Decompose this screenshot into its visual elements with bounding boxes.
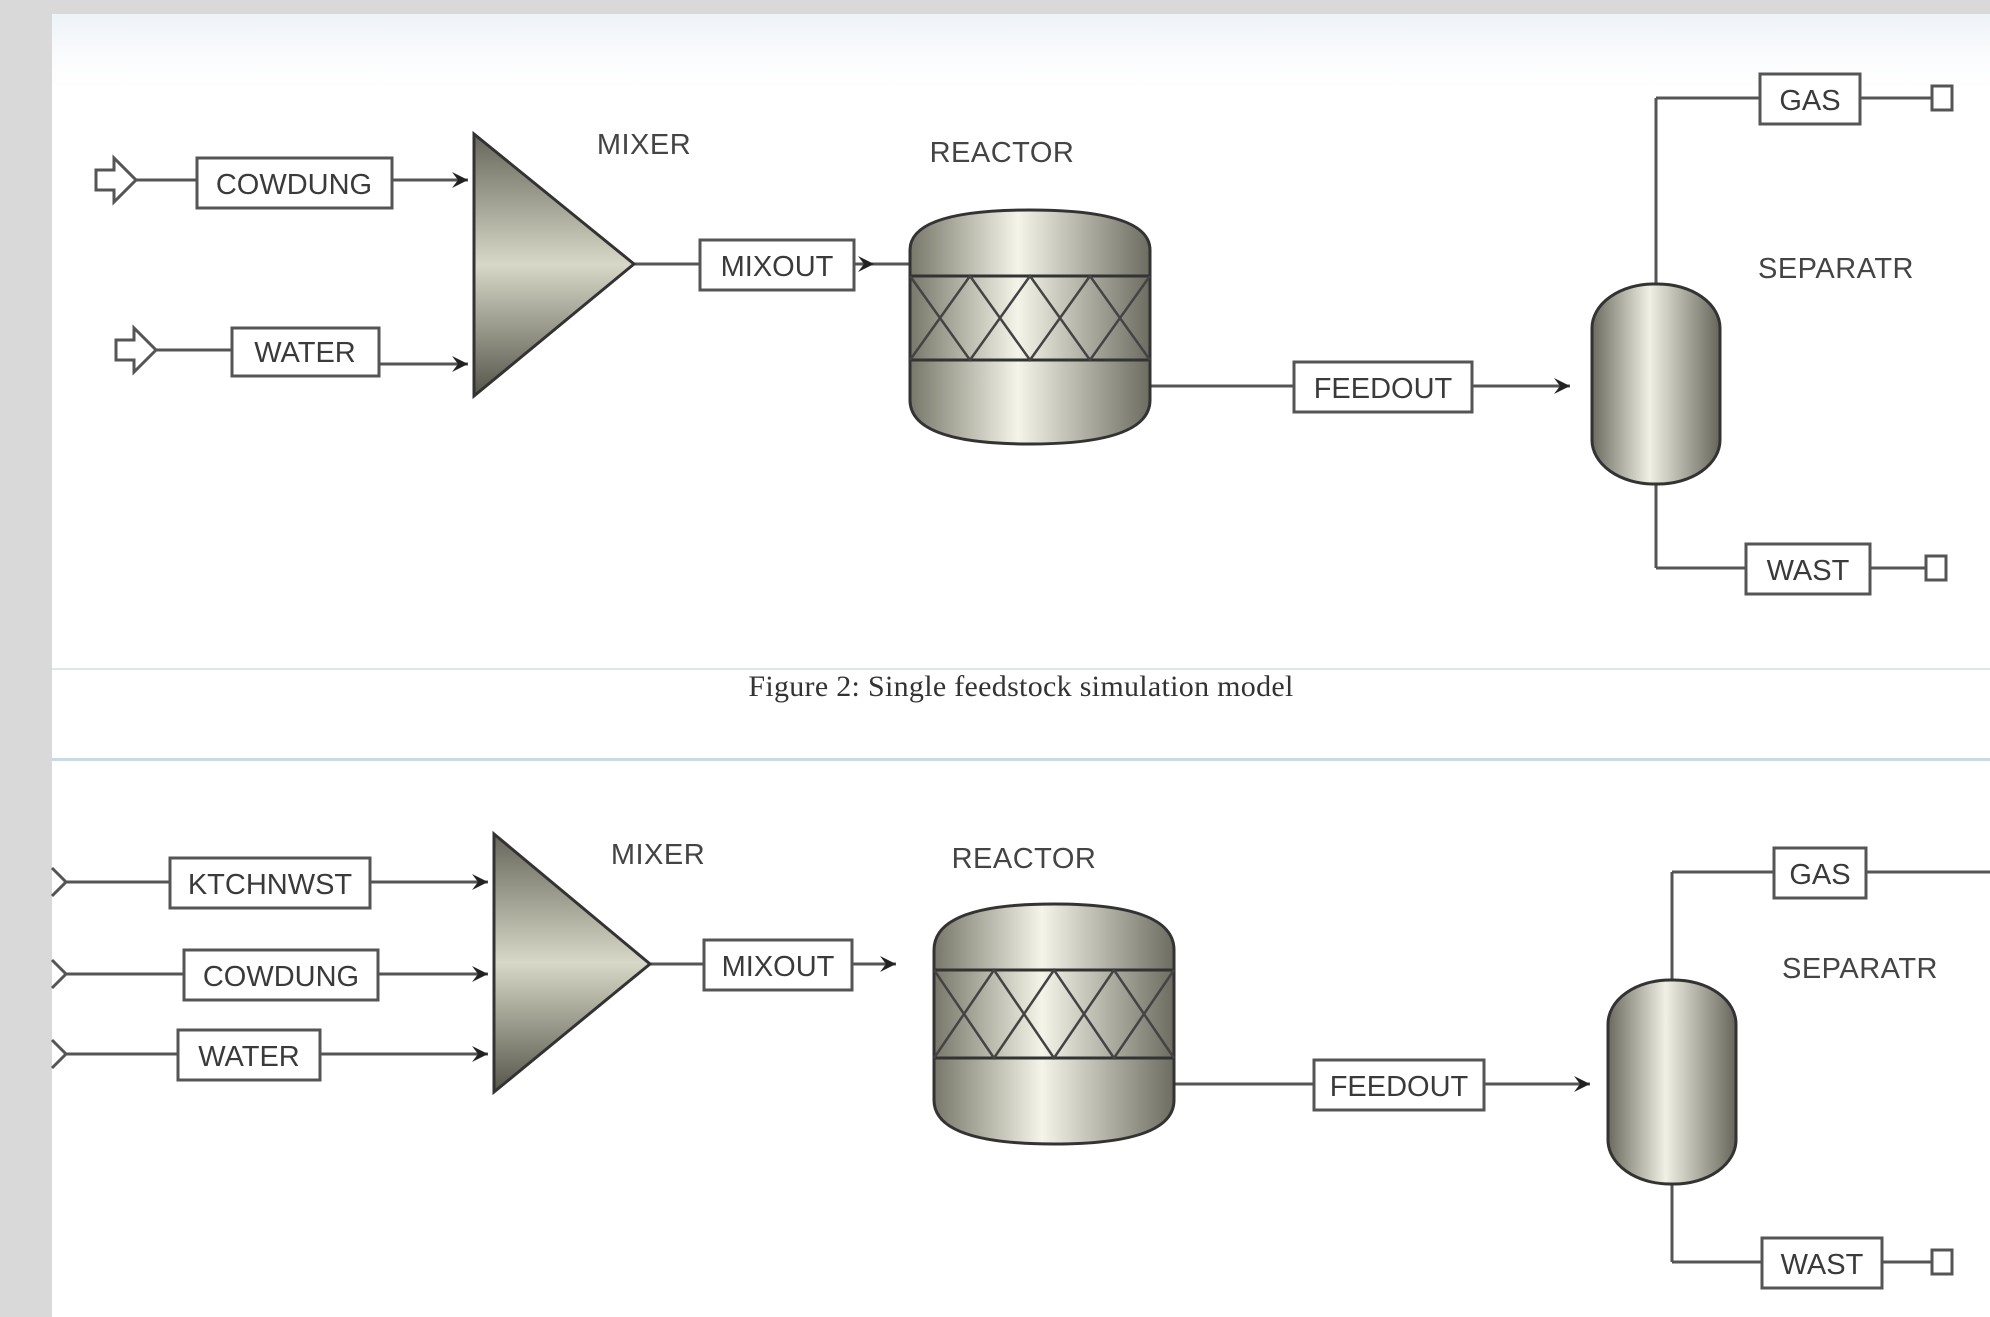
separator-unit[interactable] <box>1606 978 1738 1186</box>
mixer-unit[interactable] <box>492 830 653 1096</box>
mixer-label: MIXER <box>611 839 705 871</box>
section-divider <box>52 758 1990 761</box>
svg-text:WATER: WATER <box>198 1041 300 1073</box>
separator-label: SEPARATR <box>1758 253 1914 285</box>
stream-gas[interactable]: GAS <box>1772 846 1868 900</box>
feed-inlet-icon <box>50 958 69 990</box>
mixer-label: MIXER <box>597 129 691 161</box>
figure-caption: Figure 2: Single feedstock simulation mo… <box>748 670 1294 703</box>
svg-text:COWDUNG: COWDUNG <box>216 169 372 201</box>
stream-water[interactable]: WATER <box>176 1028 322 1082</box>
stream-waste[interactable]: WAST <box>1760 1236 1884 1290</box>
svg-text:KTCHNWST: KTCHNWST <box>188 869 353 901</box>
svg-text:WAST: WAST <box>1781 1249 1864 1281</box>
svg-text:FEEDOUT: FEEDOUT <box>1314 373 1453 405</box>
svg-text:GAS: GAS <box>1779 85 1840 117</box>
feed-inlet-icon <box>50 1038 69 1070</box>
stream-gas[interactable]: GAS <box>1758 72 1862 126</box>
reactor-unit[interactable] <box>908 208 1152 446</box>
svg-text:FEEDOUT: FEEDOUT <box>1330 1071 1469 1103</box>
svg-text:GAS: GAS <box>1789 859 1850 891</box>
svg-text:MIXOUT: MIXOUT <box>721 251 834 283</box>
product-outlet-icon <box>1930 1248 1954 1276</box>
stream-feedout[interactable]: FEEDOUT <box>1312 1058 1486 1112</box>
svg-text:WATER: WATER <box>254 337 356 369</box>
svg-text:COWDUNG: COWDUNG <box>203 961 359 993</box>
feed-inlet-icon <box>50 866 69 898</box>
product-outlet-icon <box>1930 84 1954 112</box>
feed-inlet-icon <box>94 154 139 206</box>
stream-waste[interactable]: WAST <box>1744 542 1872 596</box>
product-outlet-icon <box>1924 554 1948 582</box>
stream-mixout[interactable]: MIXOUT <box>702 938 854 992</box>
svg-text:WAST: WAST <box>1767 555 1850 587</box>
stream-mixout[interactable]: MIXOUT <box>698 238 856 292</box>
flowsheet-multi-feedstock: KTCHNWST COWDUNG WATER MIXOUT FEEDOUT GA… <box>50 830 1990 1290</box>
stream-cowdung[interactable]: COWDUNG <box>195 156 394 210</box>
top-band <box>52 14 1990 90</box>
stream-ktchnwst[interactable]: KTCHNWST <box>168 856 372 910</box>
svg-text:MIXOUT: MIXOUT <box>722 951 835 983</box>
stream-feedout[interactable]: FEEDOUT <box>1292 360 1474 414</box>
reactor-unit[interactable] <box>932 902 1176 1146</box>
reactor-label: REACTOR <box>930 137 1075 169</box>
separator-label: SEPARATR <box>1782 953 1938 985</box>
feed-inlet-icon <box>114 324 159 376</box>
flowsheet-single-feedstock: COWDUNG WATER MIXOUT FEEDOUT GAS WAST MI… <box>94 72 1954 596</box>
figure-page: COWDUNG WATER MIXOUT FEEDOUT GAS WAST MI… <box>50 14 1990 1317</box>
mixer-unit[interactable] <box>472 130 637 400</box>
stream-water[interactable]: WATER <box>230 326 381 378</box>
caption-divider <box>52 668 1990 670</box>
reactor-label: REACTOR <box>952 843 1097 875</box>
separator-unit[interactable] <box>1590 282 1722 486</box>
stream-cowdung[interactable]: COWDUNG <box>182 948 380 1002</box>
